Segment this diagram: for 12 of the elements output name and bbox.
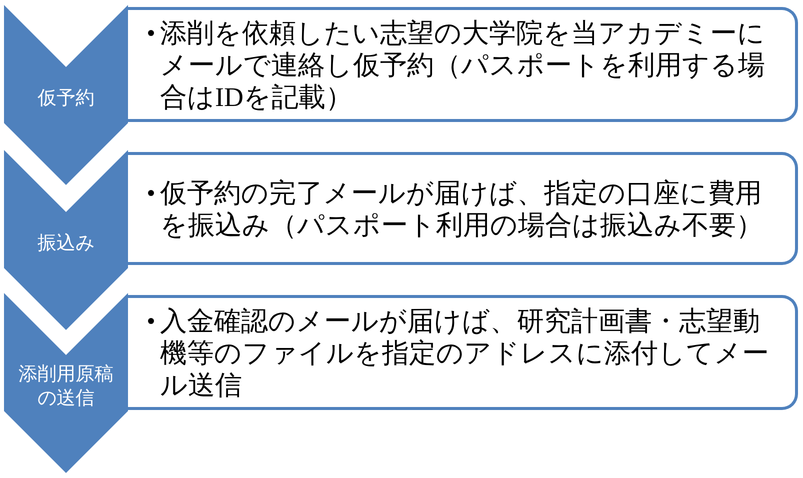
step-label: 仮予約 xyxy=(38,86,94,110)
chevron-shape xyxy=(4,5,128,185)
step-label: 振込み xyxy=(38,231,94,255)
step-card xyxy=(128,7,798,122)
step-description: 入金確認のメールが届けば、研究計画書・志望動機等のファイルを指定のアドレスに添付してメール送信 xyxy=(160,304,770,400)
step-card xyxy=(128,295,798,410)
chevron-shape xyxy=(4,150,128,330)
step-label: 添削用原稿の送信 xyxy=(18,362,114,410)
chevron-shape xyxy=(4,293,128,473)
step-card xyxy=(128,152,798,265)
step-description: 添削を依頼したい志望の大学院を当アカデミーにメールで連絡し仮予約（パスポートを利用する場合はIDを記載） xyxy=(160,16,766,112)
step-description: 仮予約の完了メールが届けば、指定の口座に費用を振込み（パスポート利用の場合は振込み不要） xyxy=(160,176,764,240)
